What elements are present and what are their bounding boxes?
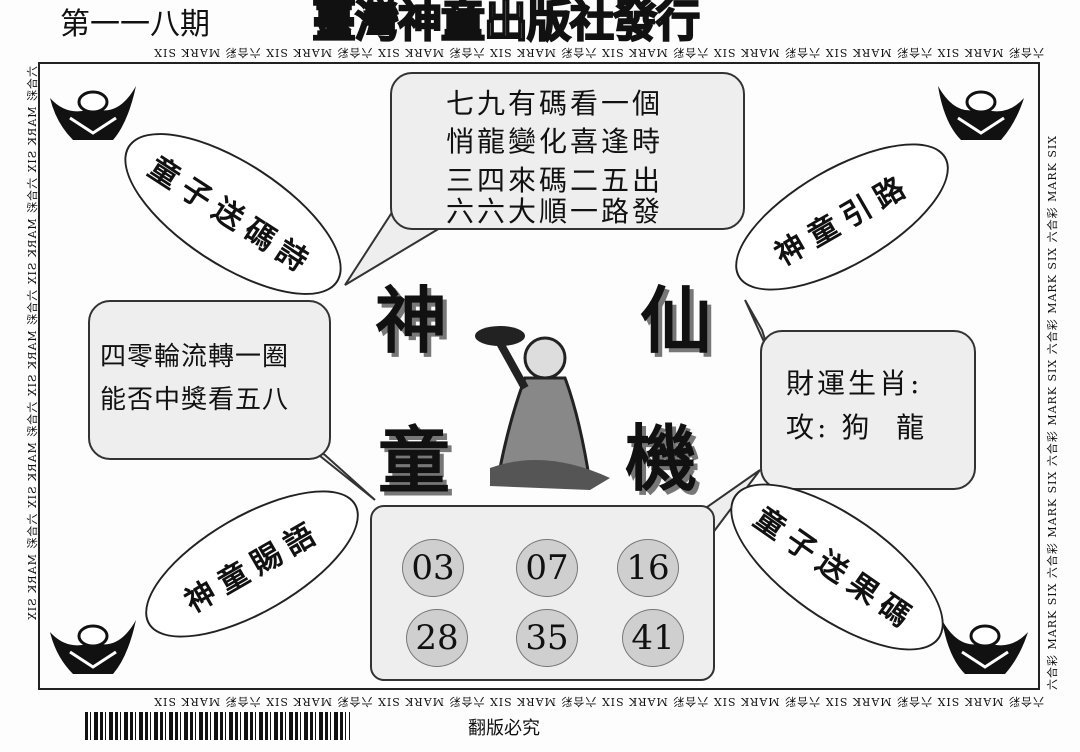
center-char: 仙 [640, 279, 713, 363]
lottery-number: 16 [617, 539, 679, 597]
gold-ingot-icon [938, 86, 1024, 140]
barcode [85, 712, 350, 740]
gold-ingot-icon [942, 620, 1028, 674]
hint-line: 四零輪流轉一圈 [100, 342, 290, 372]
copyright-notice: 翻版必究 [468, 718, 540, 739]
hint-callout-left: 四零輪流轉一圈 能否中獎看五八 [88, 300, 331, 460]
gold-ingot-icon [50, 86, 136, 140]
poem-line: 六六大順一路發 [446, 195, 664, 228]
center-char: 童 [378, 419, 451, 503]
lottery-number: 03 [402, 539, 464, 597]
zodiac-title: 財運生肖: [786, 367, 923, 400]
gold-ingot-icon [50, 620, 136, 674]
divine-child-illustration [475, 326, 610, 490]
poem-line: 三四來碼二五出 [446, 164, 664, 197]
zodiac-value: 攻: 狗 龍 [786, 411, 928, 444]
hint-line: 能否中獎看五八 [100, 385, 290, 415]
lottery-number: 41 [622, 609, 684, 667]
lottery-number: 28 [406, 609, 468, 667]
poem-line: 七九有碼看一個 [446, 87, 664, 120]
main-frame [38, 62, 1040, 690]
poem-callout: 七九有碼看一個 悄龍變化喜逢時 三四來碼二五出 六六大順一路發 [390, 72, 745, 230]
lottery-number: 35 [516, 609, 578, 667]
lottery-number: 07 [516, 539, 578, 597]
issue-number: 第一一八期 [60, 7, 210, 42]
center-char: 機 [625, 417, 698, 501]
publisher-title: 臺灣神童出版社發行 [311, 0, 701, 47]
numbers-panel: 03 07 16 28 35 41 [370, 505, 715, 681]
center-char: 神 [375, 279, 448, 363]
zodiac-callout: 財運生肖: 攻: 狗 龍 [760, 330, 976, 490]
poem-line: 悄龍變化喜逢時 [446, 125, 664, 158]
